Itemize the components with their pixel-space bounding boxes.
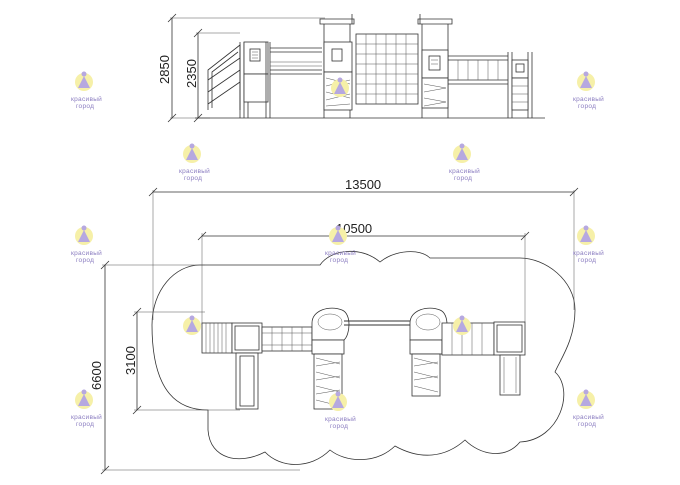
watermark-logo: красивый город [71,71,102,110]
watermark-logo: красивый город [71,389,102,428]
structure-width-label: 3100 [123,346,138,375]
dimension-structure-length: 10500 [197,221,530,325]
watermark-text-2: город [76,421,94,428]
safety-zone-outline [151,250,576,465]
watermark-text-1: красивый [71,413,102,421]
watermark-logo: красивый город [573,225,604,264]
watermarks: красивый город красивый город красивый г… [71,71,604,430]
watermark-text-1: красивый [71,95,102,103]
center-climbing-net [355,33,419,105]
watermark-logo: красивый город [325,225,356,264]
center-right-tower [417,14,453,118]
watermark-text-1: красивый [71,249,102,257]
dimension-platform-height: 2350 [184,28,240,123]
left-stair-module [207,42,245,118]
dimension-total-height: 2850 [157,13,325,123]
left-bridge [270,47,322,75]
left-tower [243,41,271,118]
watermark-text-2: город [76,257,94,264]
watermark-text-2: город [330,423,348,430]
dimension-overall-width: 6600 [89,260,300,475]
watermark-logo [183,315,201,335]
watermark-text-2: город [76,103,94,110]
watermark-logo [331,77,349,97]
watermark-text-1: красивый [449,167,480,175]
watermark-logo [453,315,471,335]
watermark-text-1: красивый [179,167,210,175]
watermark-text-1: красивый [573,249,604,257]
plan-view: 13500 10500 6600 3100 [89,177,579,475]
platform-height-label: 2350 [184,59,199,88]
watermark-text-2: город [578,103,596,110]
watermark-logo: красивый город [449,143,480,182]
right-bridge [448,55,508,85]
watermark-text-2: город [578,257,596,264]
right-tower [507,52,533,118]
elevation-view: 2850 2350 [157,13,545,123]
watermark-text-2: город [330,257,348,264]
watermark-text-1: красивый [325,415,356,423]
watermark-text-2: город [454,175,472,182]
watermark-logo: красивый город [325,391,356,430]
dimension-overall-length: 13500 [148,177,579,320]
overall-width-label: 6600 [89,361,104,390]
watermark-logo: красивый город [71,225,102,264]
plan-structure [201,307,526,410]
watermark-text-1: красивый [573,413,604,421]
watermark-logo: красивый город [179,143,210,182]
overall-length-label: 13500 [345,177,381,192]
watermark-logo: красивый город [573,71,604,110]
total-height-label: 2850 [157,55,172,84]
watermark-text-2: город [184,175,202,182]
watermark-text-2: город [578,421,596,428]
watermark-text-1: красивый [573,95,604,103]
dimension-structure-width: 3100 [123,307,240,415]
watermark-text-1: красивый [325,249,356,257]
center-left-tower [319,14,355,118]
watermark-logo: красивый город [573,389,604,428]
